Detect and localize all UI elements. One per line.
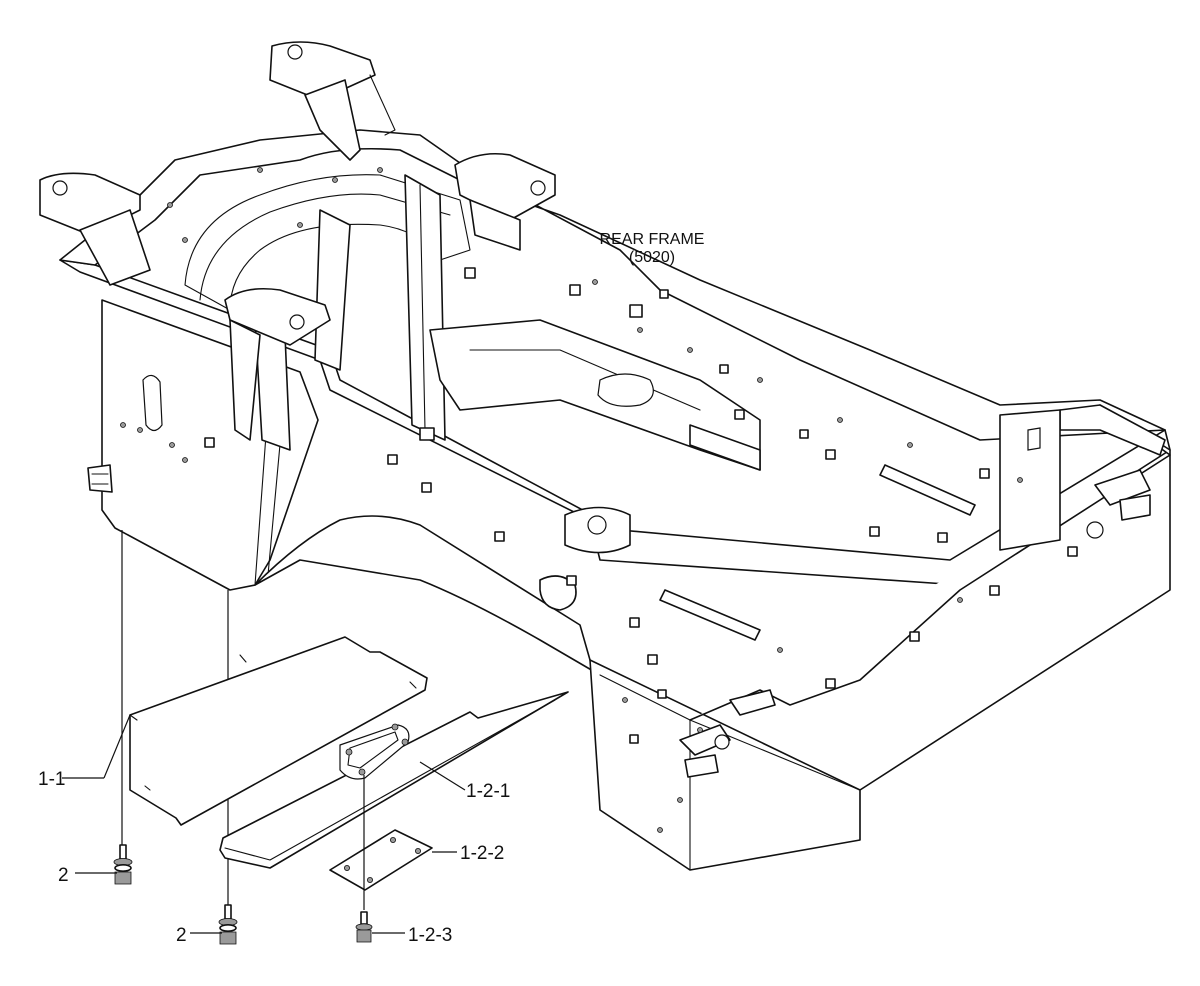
cover-plate-1-2-2 [329, 829, 433, 891]
mount-pad-center [224, 287, 331, 441]
lower-rail [254, 515, 601, 676]
rear-frame [39, 41, 1171, 871]
bolt-1-2-3 [355, 911, 373, 943]
rear-frame-label: REAR FRAME [600, 231, 705, 248]
bolt-2-left [113, 844, 133, 885]
callout-1-2-2: 1-2-2 [460, 843, 504, 864]
cover-access-opening [339, 724, 410, 780]
bottom-cover-1-1 [129, 636, 428, 826]
mount-pad-left [39, 172, 151, 286]
mount-pad-top [269, 41, 396, 161]
mount-pad-right [454, 152, 556, 251]
right-box [589, 404, 1171, 871]
rear-frame-ref: (5020) [629, 249, 675, 266]
bottom-cover-1-2-1 [219, 691, 569, 869]
callout-1-2-1: 1-2-1 [466, 781, 510, 802]
callout-2-mid: 2 [176, 925, 187, 946]
frame-fasteners [204, 267, 1078, 744]
callout-1-1: 1-1 [38, 769, 65, 790]
frame-rivets [120, 167, 1023, 833]
bolt-2-mid [218, 904, 238, 945]
callout-1-2-3: 1-2-3 [408, 925, 452, 946]
callout-2-left: 2 [58, 865, 69, 886]
